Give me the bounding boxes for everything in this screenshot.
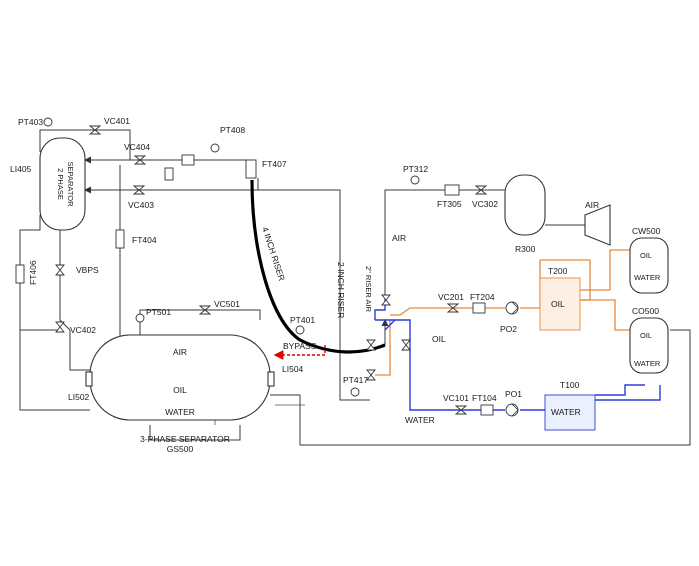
vc501-valve-icon <box>198 305 212 315</box>
ft204-meter-icon <box>472 302 486 314</box>
ft204-label: FT204 <box>470 292 495 302</box>
two-inch-riser-label: 2 INCH RISER <box>336 262 346 318</box>
riser-valve-icon-3 <box>366 369 376 381</box>
column-cw500: CW500 OIL WATER <box>629 226 669 294</box>
pump-po2: PO2 <box>500 301 519 334</box>
li504-label: LI504 <box>282 364 304 374</box>
t200-label: T200 <box>548 266 568 276</box>
ft404-label: FT404 <box>132 235 157 245</box>
compressor-icon <box>584 204 611 246</box>
ft104-meter-icon <box>480 404 494 416</box>
t100-water-label: WATER <box>551 407 581 417</box>
valve-box-icon <box>181 154 195 166</box>
pt408-label: PT408 <box>220 125 245 135</box>
po1-label: PO1 <box>505 389 522 399</box>
ft104-label: FT104 <box>472 393 497 403</box>
co500-oil-label: OIL <box>640 331 652 340</box>
water-line-label: WATER <box>405 415 435 425</box>
co500-water-label: WATER <box>634 359 661 368</box>
pt408-gauge-icon <box>210 143 220 153</box>
ft407-label: FT407 <box>262 159 287 169</box>
air-receiver: R300 AIR <box>504 174 611 254</box>
vc101-label: VC101 <box>443 393 469 403</box>
air-label-separator: AIR <box>173 347 187 357</box>
vc302-label: VC302 <box>472 199 498 209</box>
separator-2phase-label-2: SEPARATOR <box>66 161 75 207</box>
pt501-label: PT501 <box>146 307 171 317</box>
riser-air-label: 2" RISER AIR <box>364 266 373 313</box>
gas-pipes <box>19 129 691 446</box>
pt417-gauge-icon <box>350 387 360 397</box>
water-tank-t100: T100 WATER <box>544 380 596 431</box>
vbps-label: VBPS <box>76 265 99 275</box>
ft406-meter-icon <box>15 264 25 284</box>
li405-label: LI405 <box>10 164 32 174</box>
pump-po1: PO1 <box>505 389 522 417</box>
po2-label: PO2 <box>500 324 517 334</box>
ft407-meter-icon <box>245 159 257 179</box>
bypass-line <box>273 345 326 360</box>
pt417-label: PT417 <box>343 375 368 385</box>
pt403-gauge-icon <box>43 117 53 127</box>
vc501-label: VC501 <box>214 299 240 309</box>
oil-label-separator: OIL <box>173 385 187 395</box>
air-compressor-label: AIR <box>585 200 599 210</box>
four-inch-riser <box>250 179 386 354</box>
three-phase-separator: AIR OIL WATER 3-PHASE SEPARATOR GS500 <box>85 334 275 454</box>
ft404-meter-icon <box>115 229 125 249</box>
ft305-label: FT305 <box>437 199 462 209</box>
ft305-meter-icon <box>444 184 460 196</box>
pt312-gauge-icon <box>410 175 420 185</box>
vc302-valve-icon <box>474 185 488 195</box>
vc403-label: VC403 <box>128 200 154 210</box>
vc401-label: VC401 <box>104 116 130 126</box>
gs500-label: GS500 <box>167 444 194 454</box>
pt401-gauge-icon <box>295 325 305 335</box>
cw500-water-label: WATER <box>634 273 661 282</box>
li502-label: LI502 <box>68 392 90 402</box>
separator-2phase-label-1: 2 PHASE <box>56 168 65 200</box>
vc402-valve-icon <box>55 321 65 333</box>
vc404-label: VC404 <box>124 142 150 152</box>
bypass-label: BYPASS <box>283 341 317 351</box>
riser-valve-icon-1 <box>366 339 376 351</box>
riser-valve-icon-2 <box>401 339 411 351</box>
vc402-label: VC402 <box>70 325 96 335</box>
air-line-label: AIR <box>392 233 406 243</box>
pt312-label: PT312 <box>403 164 428 174</box>
column-co500: CO500 OIL WATER <box>629 306 669 374</box>
vc403-valve-icon <box>132 185 146 195</box>
vc404-valve-icon <box>133 155 147 165</box>
cw500-oil-label: OIL <box>640 251 652 260</box>
vc201-valve-icon <box>446 303 460 313</box>
three-phase-separator-label: 3-PHASE SEPARATOR <box>140 434 230 444</box>
cw500-label: CW500 <box>632 226 661 236</box>
vc201-label: VC201 <box>438 292 464 302</box>
oil-tank-t200: T200 OIL <box>539 266 581 331</box>
vc101-valve-icon <box>454 405 468 415</box>
pt501-gauge-icon <box>135 313 145 323</box>
water-label-separator: WATER <box>165 407 195 417</box>
ft406-label: FT406 <box>28 260 38 285</box>
r300-label: R300 <box>515 244 536 254</box>
t200-oil-label: OIL <box>551 299 565 309</box>
oil-line-label: OIL <box>432 334 446 344</box>
pt403-label: PT403 <box>18 117 43 127</box>
riser-air-valve-icon <box>381 294 391 306</box>
two-phase-separator: 2 PHASE SEPARATOR <box>39 137 86 231</box>
vbps-valve-icon <box>55 264 65 276</box>
vc401-valve-icon <box>88 125 102 135</box>
co500-label: CO500 <box>632 306 659 316</box>
valve-box-icon-2 <box>164 167 174 181</box>
pt401-label: PT401 <box>290 315 315 325</box>
t100-label: T100 <box>560 380 580 390</box>
